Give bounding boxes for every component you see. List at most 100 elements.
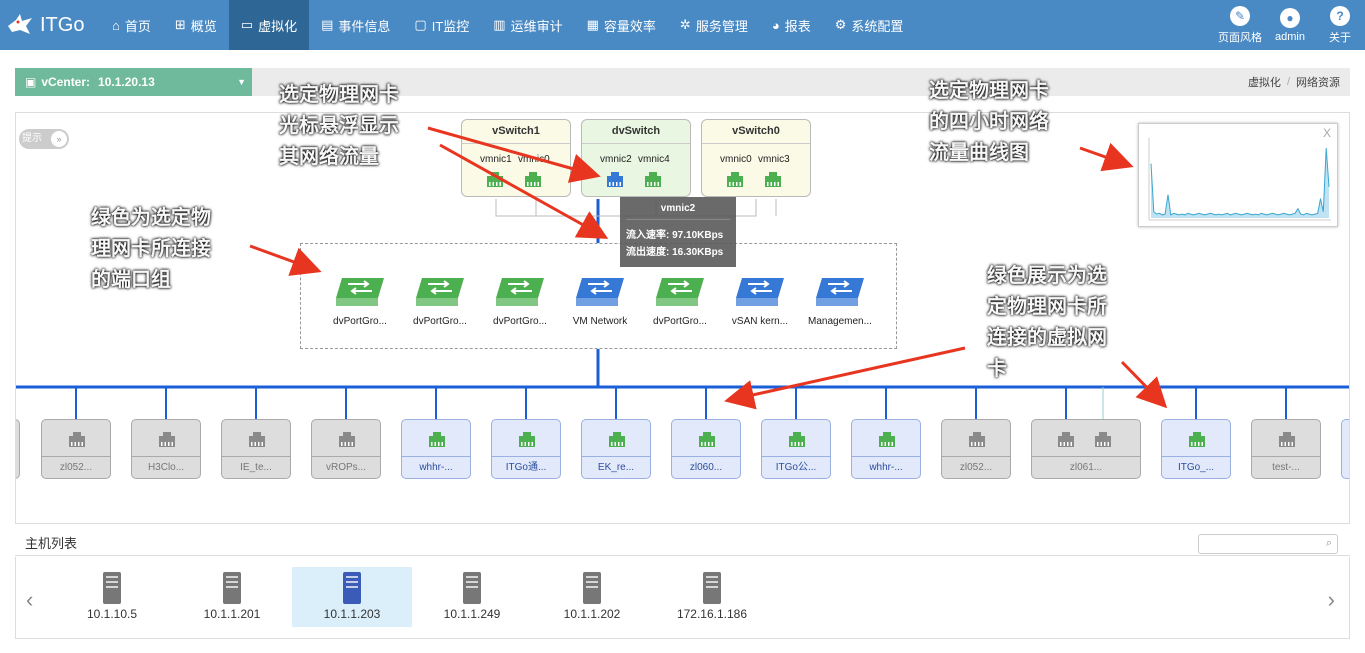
host-item[interactable]: 10.1.1.203: [292, 567, 412, 627]
vm-node[interactable]: ITGo通...: [491, 419, 561, 479]
nav-item[interactable]: ⌂首页: [100, 0, 163, 50]
vnic-port-icon[interactable]: [878, 430, 896, 448]
chevron-left-icon[interactable]: ‹: [26, 587, 34, 612]
vnic[interactable]: [1094, 430, 1112, 448]
vnic-port-icon[interactable]: [1094, 430, 1112, 448]
port-group[interactable]: vSAN kern...: [723, 276, 797, 327]
port-group[interactable]: dvPortGro...: [483, 276, 557, 327]
nav-item[interactable]: ✲服务管理: [668, 0, 760, 50]
vm-node[interactable]: H3Clo...: [131, 419, 201, 479]
vm-node-partial[interactable]: [16, 419, 20, 479]
port-group[interactable]: dvPortGro...: [403, 276, 477, 327]
port-group[interactable]: VM Network: [563, 276, 637, 327]
nav-right-item[interactable]: ●admin: [1265, 0, 1315, 50]
vnic[interactable]: [878, 430, 896, 448]
vnic[interactable]: [68, 430, 86, 448]
vnic-port-icon[interactable]: [248, 430, 266, 448]
breadcrumb-item[interactable]: 虚拟化: [1247, 77, 1281, 89]
nic-port-icon[interactable]: [524, 170, 542, 188]
vm-node[interactable]: whhr-...: [401, 419, 471, 479]
nic-port-icon[interactable]: [644, 170, 662, 188]
vm-node[interactable]: whhr-...: [851, 419, 921, 479]
port-group-label: vSAN kern...: [731, 316, 789, 327]
brand-logo[interactable]: ITGo: [0, 0, 100, 50]
vnic-port-icon[interactable]: [1188, 430, 1206, 448]
port-group[interactable]: dvPortGro...: [323, 276, 397, 327]
vm-node[interactable]: EK_re...: [581, 419, 651, 479]
nic-port-icon[interactable]: [606, 170, 624, 188]
nav-right-item[interactable]: ?关于: [1315, 0, 1365, 50]
vm-node[interactable]: zl052...: [941, 419, 1011, 479]
nav-item[interactable]: ▢IT监控: [402, 0, 481, 50]
switch-icon: [496, 278, 544, 306]
vnic-port-icon[interactable]: [338, 430, 356, 448]
physical-nic[interactable]: [606, 170, 624, 188]
nav-item[interactable]: ◕报表: [760, 0, 823, 50]
switch-icon: [336, 278, 384, 306]
vnic[interactable]: [518, 430, 536, 448]
vnic-port-icon[interactable]: [68, 430, 86, 448]
host-item[interactable]: 10.1.1.249: [412, 567, 532, 627]
nic-port-icon[interactable]: [486, 170, 504, 188]
vnic-port-icon[interactable]: [1057, 430, 1075, 448]
physical-nic[interactable]: [764, 170, 782, 188]
nic-port-icon-pin: [657, 182, 659, 186]
nav-item[interactable]: ⚙系统配置: [823, 0, 916, 50]
physical-nic[interactable]: [726, 170, 744, 188]
vm-node[interactable]: zl061...: [1031, 419, 1141, 479]
nav-right-item[interactable]: ✎页面风格: [1215, 0, 1265, 50]
hint-toggle[interactable]: 提示»: [19, 129, 69, 149]
vnic[interactable]: [1278, 430, 1296, 448]
physical-nic[interactable]: [644, 170, 662, 188]
nav-item[interactable]: ▤事件信息: [309, 0, 402, 50]
host-item[interactable]: 10.1.10.5: [52, 567, 172, 627]
vnic[interactable]: [788, 430, 806, 448]
nav-item[interactable]: ▭虚拟化: [228, 0, 310, 50]
vnic-port-icon[interactable]: [608, 430, 626, 448]
vnic-port-icon[interactable]: [428, 430, 446, 448]
vnic-port-icon[interactable]: [1278, 430, 1296, 448]
vm-node[interactable]: ITGo公...: [761, 419, 831, 479]
physical-nic[interactable]: [524, 170, 542, 188]
vnic[interactable]: [698, 430, 716, 448]
vnic-port-icon[interactable]: [698, 430, 716, 448]
vnic[interactable]: [338, 430, 356, 448]
nic-port-icon[interactable]: [726, 170, 744, 188]
vnic[interactable]: [158, 430, 176, 448]
host-item[interactable]: 10.1.1.201: [172, 567, 292, 627]
vm-node[interactable]: zl052...: [41, 419, 111, 479]
nav-item[interactable]: ▥运维审计: [481, 0, 574, 50]
vm-node[interactable]: ITGo_...: [1161, 419, 1231, 479]
chevron-right-icon[interactable]: ›: [1327, 587, 1335, 612]
close-icon[interactable]: X: [1322, 126, 1331, 140]
vm-node[interactable]: test-...: [1251, 419, 1321, 479]
host-search-input[interactable]: ⌕: [1198, 534, 1338, 554]
host-item[interactable]: 172.16.1.186: [652, 567, 772, 627]
vm-node-partial[interactable]: [1341, 419, 1349, 479]
vm-node[interactable]: vROPs...: [311, 419, 381, 479]
vnic[interactable]: [608, 430, 626, 448]
vnic-port-icon[interactable]: [158, 430, 176, 448]
vnic[interactable]: [248, 430, 266, 448]
vnic-port-icon[interactable]: [518, 430, 536, 448]
vnic[interactable]: [428, 430, 446, 448]
nav-item[interactable]: ▦容量效率: [575, 0, 668, 50]
port-group[interactable]: Managemen...: [803, 276, 877, 327]
vnic[interactable]: [1188, 430, 1206, 448]
port-group[interactable]: dvPortGro...: [643, 276, 717, 327]
nav-item[interactable]: ⊞概览: [163, 0, 229, 50]
vcenter-selector[interactable]: ▣ vCenter: 10.1.20.13 ▼: [15, 68, 252, 96]
vnic-port-icon[interactable]: [788, 430, 806, 448]
vnic[interactable]: [968, 430, 986, 448]
physical-nic[interactable]: [486, 170, 504, 188]
vnic-port-icon[interactable]: [968, 430, 986, 448]
vm-node[interactable]: zl060...: [671, 419, 741, 479]
vnic[interactable]: [1057, 430, 1075, 448]
vm-node[interactable]: IE_te...: [221, 419, 291, 479]
vnic-port-icon-pin: [438, 442, 440, 446]
nic-port-icon[interactable]: [764, 170, 782, 188]
host-item[interactable]: 10.1.1.202: [532, 567, 652, 627]
